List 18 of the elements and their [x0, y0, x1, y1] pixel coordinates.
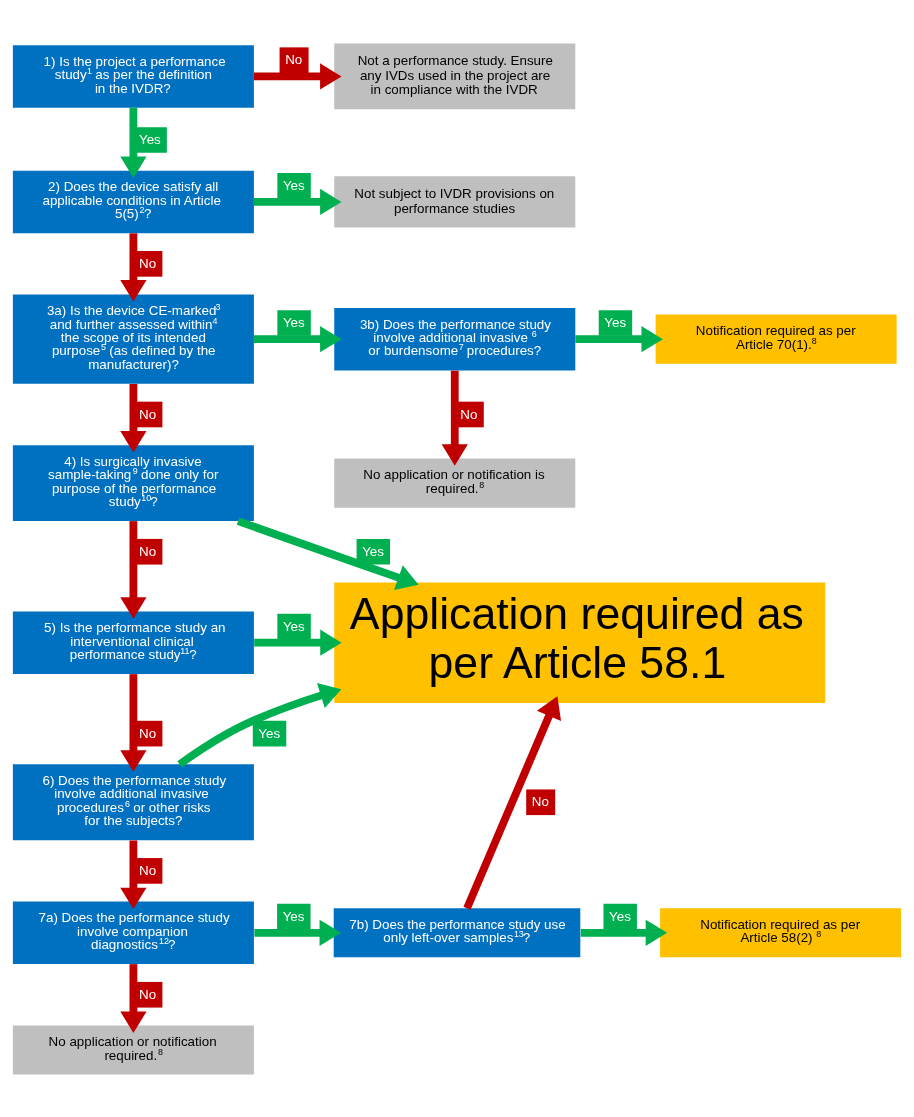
edge-label: Yes: [282, 314, 305, 330]
edge-label: No: [138, 862, 157, 878]
edge-label: Yes: [609, 908, 631, 924]
edge-label: Yes: [362, 543, 384, 559]
edge-label: No: [138, 406, 157, 422]
edge-label: No: [285, 51, 303, 67]
edge-label: No: [531, 793, 549, 809]
edge-label: Yes: [604, 314, 627, 330]
edge-label: No: [138, 725, 157, 741]
edge-label: No: [138, 255, 157, 271]
edge-label: No: [138, 543, 157, 559]
edge-label: No: [138, 986, 157, 1002]
edge-label: Yes: [258, 725, 281, 741]
edge-label: No: [460, 406, 478, 422]
edge-label: Yes: [282, 908, 305, 924]
edge-label: Yes: [138, 131, 161, 147]
edge-label: Yes: [282, 618, 305, 634]
edge-label: Yes: [282, 177, 305, 193]
